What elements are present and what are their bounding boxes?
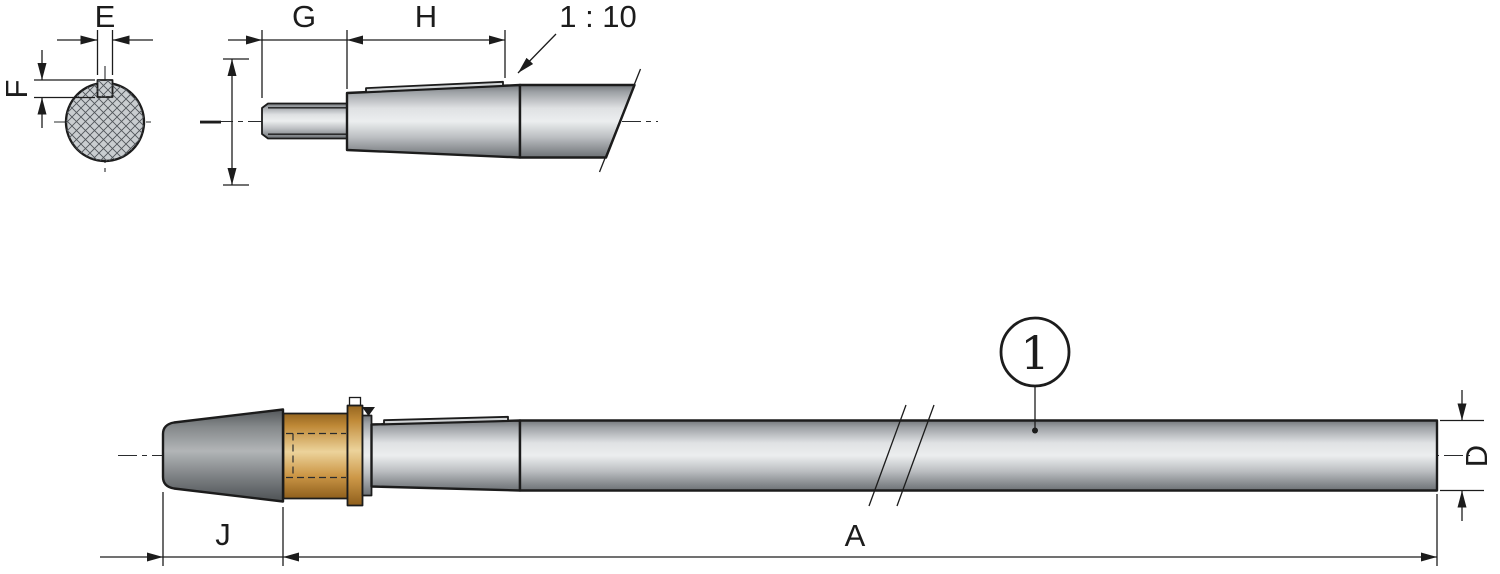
break-line [868, 404, 907, 507]
bronze-flange [346, 404, 364, 507]
taper-section [345, 83, 522, 159]
dim-g-label: G [292, 0, 316, 34]
key-section-hatch [97, 80, 113, 97]
balloon-number: 1 [1020, 326, 1049, 380]
dimension-d: D [1440, 390, 1494, 521]
bronze-hub [282, 412, 349, 500]
cylindrical-section [518, 83, 636, 159]
full-shaft-view [118, 396, 1470, 507]
keyway [383, 415, 509, 426]
shaft-end-view [214, 68, 658, 173]
keyway [365, 80, 504, 93]
dim-d-label: D [1459, 445, 1494, 467]
break-line [896, 404, 935, 507]
cross-section-view [54, 66, 156, 172]
dim-a-label: A [845, 518, 866, 553]
dim-i-label: I [193, 118, 228, 127]
taper-ratio-label: 1 : 10 [559, 0, 637, 34]
break-line [598, 68, 642, 173]
dimension-f: F [0, 50, 95, 128]
shaft-taper-section [370, 419, 522, 492]
arrowhead [283, 552, 299, 562]
shaft-section-hatch [66, 83, 144, 161]
arrowhead [347, 35, 363, 45]
arrowhead [489, 35, 505, 45]
threaded-end [261, 102, 348, 140]
dim-f-label: F [0, 80, 34, 99]
dim-h-label: H [415, 0, 437, 34]
dimension-j-a: J A [100, 492, 1438, 566]
flange-tab [348, 396, 362, 407]
dim-j-label: J [215, 517, 231, 552]
arrowhead [1421, 552, 1437, 562]
dim-e-label: E [95, 0, 116, 34]
part-balloon-1: 1 [999, 316, 1071, 434]
propeller-cone-nut [161, 408, 285, 503]
arrowhead [246, 35, 262, 45]
arrowhead [147, 552, 163, 562]
dimension-g-h: G H [228, 0, 506, 98]
balloon-leader-dot [1032, 427, 1038, 434]
taper-ratio-callout: 1 : 10 [517, 0, 637, 74]
dimension-i: I [193, 58, 249, 186]
dimension-e: E [57, 0, 153, 75]
shaft-body [518, 419, 1439, 492]
leader-line [517, 33, 557, 74]
balloon-circle [999, 316, 1071, 388]
lock-washer [361, 414, 373, 497]
lock-tab [362, 407, 375, 416]
